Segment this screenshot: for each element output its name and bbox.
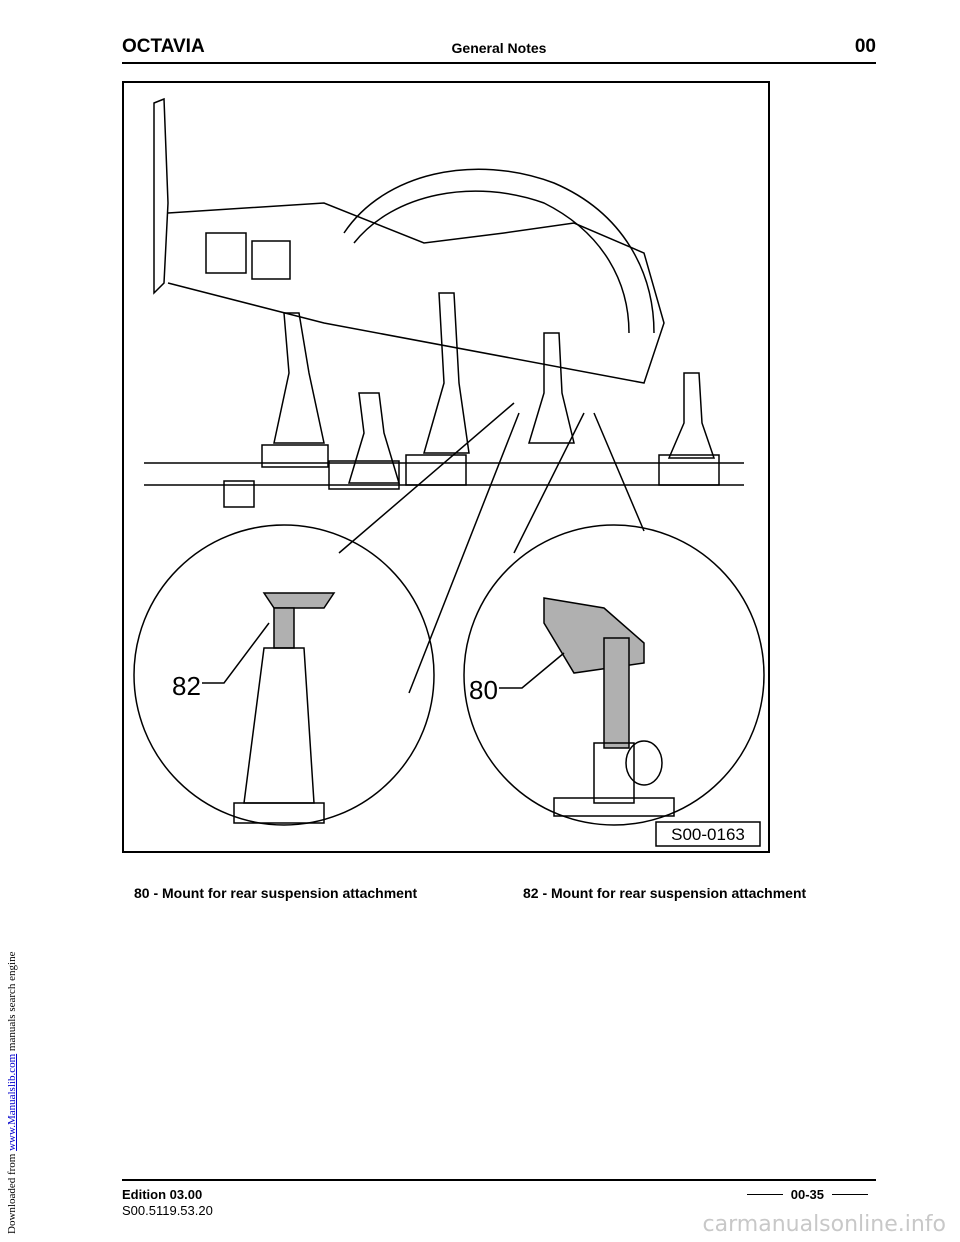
download-suffix: manuals search engine (6, 951, 18, 1054)
caption-item-80: 80 - Mount for rear suspension attachmen… (134, 885, 418, 901)
figure-id: S00-0163 (671, 825, 745, 844)
callout-80: 80 (469, 675, 498, 705)
edition-label: Edition 03.00 (122, 1187, 203, 1202)
page-header: OCTAVIA General Notes 00 (122, 36, 876, 64)
caption-item-82: 82 - Mount for rear suspension attachmen… (523, 885, 807, 901)
callout-82: 82 (172, 671, 201, 701)
footer-rule (122, 1179, 876, 1181)
brand-title: OCTAVIA (122, 36, 205, 57)
manualslib-link[interactable]: www.Manualslib.com (6, 1053, 18, 1151)
section-title: General Notes (451, 40, 547, 56)
page-number-text: 00-35 (790, 1187, 824, 1202)
figure-illustration: 82 80 S00-0163 (122, 81, 770, 853)
download-note: Downloaded from www.Manualslib.com manua… (2, 0, 22, 1242)
watermark-text: carmanualsonline.info (702, 1212, 946, 1237)
technical-drawing: 82 80 S00-0163 (133, 97, 765, 847)
chapter-number: 00 (854, 36, 876, 57)
figure-id-box (655, 821, 761, 847)
download-prefix: Downloaded from (6, 1150, 18, 1234)
page-number: 00-35 (739, 1187, 876, 1202)
document-code: S00.5119.53.20 (122, 1203, 213, 1218)
header-rule (122, 62, 876, 64)
